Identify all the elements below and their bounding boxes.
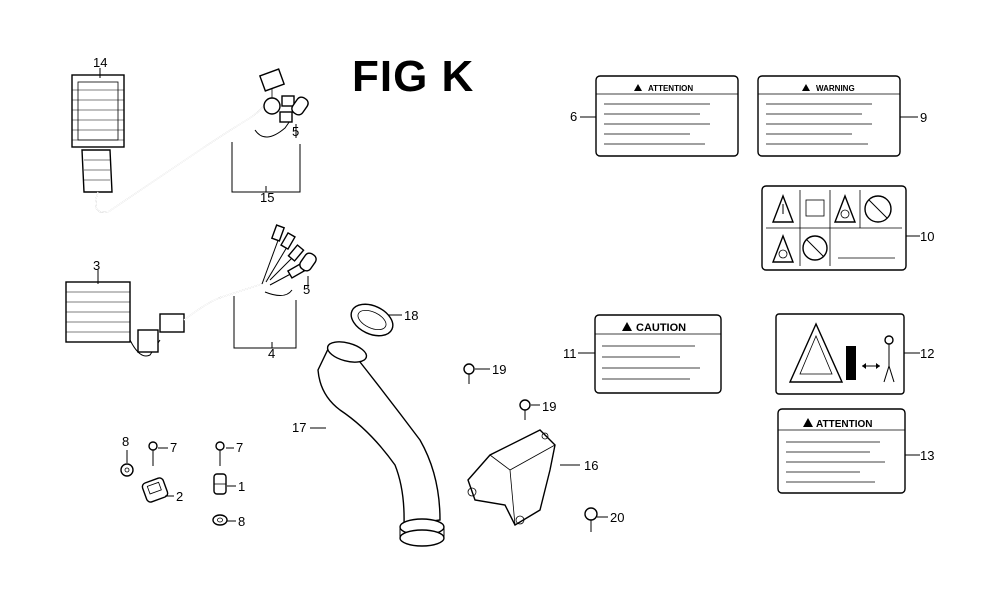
sub-harness-4 xyxy=(137,224,306,353)
bracket-16 xyxy=(467,429,556,526)
callout-20: 20 xyxy=(610,510,624,525)
callout-1: 1 xyxy=(238,479,245,494)
label-6-text: ATTENTION xyxy=(648,84,693,93)
callout-4: 4 xyxy=(268,346,275,361)
sleeve-5a xyxy=(291,96,309,116)
label-10-pictograms xyxy=(761,185,907,271)
callout-5b: 5 xyxy=(303,282,310,297)
callout-18: 18 xyxy=(404,308,418,323)
callout-8b: 8 xyxy=(238,514,245,529)
label-9-text: WARNING xyxy=(816,84,855,93)
callout-13: 13 xyxy=(920,448,934,463)
label-11-text: CAUTION xyxy=(636,322,686,334)
callout-3: 3 xyxy=(93,258,100,273)
clamp-18 xyxy=(350,303,394,337)
callout-2: 2 xyxy=(176,489,183,504)
callout-19b: 19 xyxy=(542,399,556,414)
sleeve-5b xyxy=(299,252,317,272)
callout-5a: 5 xyxy=(292,124,299,139)
callout-7a: 7 xyxy=(170,440,177,455)
screw-7a xyxy=(148,441,158,466)
callout-19a: 19 xyxy=(492,362,506,377)
sub-harness-15 xyxy=(95,68,295,213)
label-11-caution: CAUTION xyxy=(594,314,722,394)
fuse-1 xyxy=(213,473,227,495)
callout-8a: 8 xyxy=(122,434,129,449)
callout-16: 16 xyxy=(584,458,598,473)
callout-6: 6 xyxy=(570,109,577,124)
label-9-warning: WARNING xyxy=(757,75,901,157)
figure-title: FIG K xyxy=(352,52,475,101)
callout-17: 17 xyxy=(292,420,306,435)
bolt-19a xyxy=(463,363,475,384)
callout-15: 15 xyxy=(260,190,274,205)
washer-8a xyxy=(120,463,134,477)
part-numbers: 14 5 15 3 5 4 6 9 10 11 12 13 18 17 19 1… xyxy=(93,55,934,529)
label-6-attention: ATTENTION xyxy=(595,75,739,157)
callout-12: 12 xyxy=(920,346,934,361)
bolt-19b xyxy=(519,399,531,420)
regulator-rectifier-14 xyxy=(71,74,125,193)
screw-7b xyxy=(215,441,225,466)
washer-8b xyxy=(212,514,228,526)
relay-2 xyxy=(141,477,169,503)
label-13-text: ATTENTION xyxy=(816,419,872,430)
label-12-keep-away xyxy=(775,313,905,395)
callout-10: 10 xyxy=(920,229,934,244)
label-13-attention: ATTENTION xyxy=(777,408,906,494)
callout-11: 11 xyxy=(563,346,577,361)
callout-9: 9 xyxy=(920,110,927,125)
regulator-rectifier-3 xyxy=(65,281,161,357)
bolt-20 xyxy=(584,507,598,532)
callout-14: 14 xyxy=(93,55,107,70)
leader-lines xyxy=(97,68,920,522)
callout-7b: 7 xyxy=(236,440,243,455)
air-duct-17 xyxy=(317,341,445,547)
